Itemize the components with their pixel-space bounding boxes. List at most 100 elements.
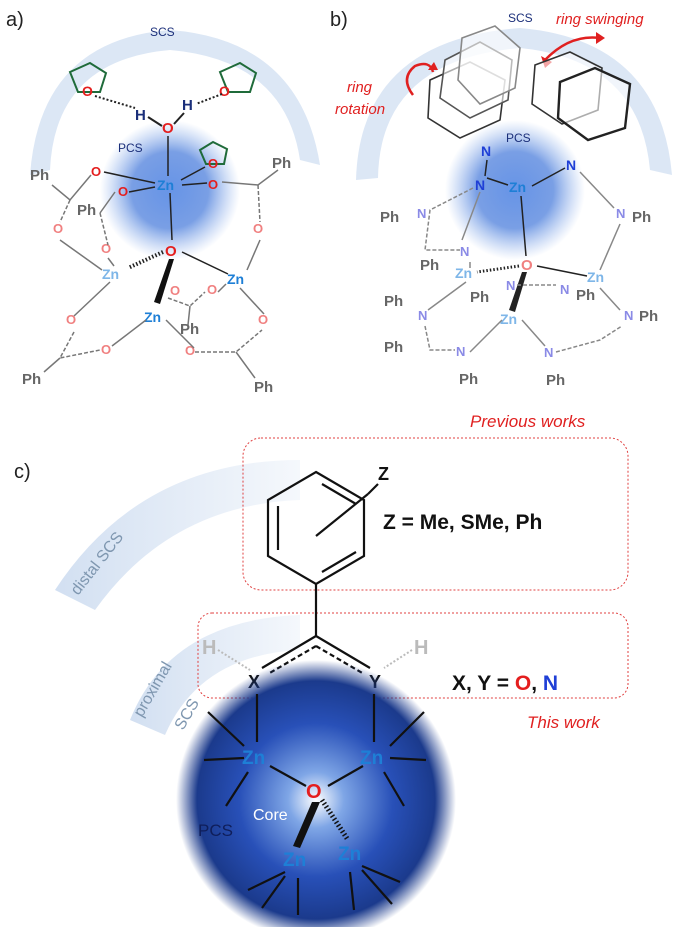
zn-bottom-right-c: Zn xyxy=(338,844,361,865)
zn-atoms-c: Zn Zn Zn Zn xyxy=(242,748,383,871)
bond-zn-o1 xyxy=(103,171,156,184)
zn-bottom-b: Zn xyxy=(500,311,517,327)
panel-a: a) SCS PCS O O O H H O Zn O O O O xyxy=(6,9,320,396)
ph-a-4: Ph xyxy=(180,321,199,338)
n-light-6: N xyxy=(418,308,427,323)
n-light-9: N xyxy=(624,308,633,323)
core-dashed-bond xyxy=(319,798,351,842)
water-o: O xyxy=(162,120,174,137)
bond-zn-n1 xyxy=(486,177,509,186)
central-o-b: O xyxy=(521,257,533,274)
zn-thf-bond xyxy=(180,166,206,181)
chelate-backbone xyxy=(261,635,371,675)
bond-zn-o3 xyxy=(181,182,208,186)
this-work-label: This work xyxy=(527,713,601,732)
o-pink-1: O xyxy=(53,221,63,236)
n-top-left2: N xyxy=(475,177,485,193)
o-pink-4: O xyxy=(207,282,217,297)
zn-right-b: Zn xyxy=(587,269,604,285)
ph-b-5: Ph xyxy=(576,287,595,304)
oh-bond-left xyxy=(147,116,163,127)
phenyl-labels-b: Ph Ph Ph Ph Ph Ph Ph Ph Ph Ph xyxy=(380,209,658,389)
ring-rotation-line1: ring xyxy=(347,79,373,96)
bond-core-right xyxy=(181,251,229,275)
formamidinate-nitrogens-b: N N N N N N N N N xyxy=(417,206,633,360)
ph-b-4: Ph xyxy=(470,289,489,306)
ph-b-1: Ph xyxy=(380,209,399,226)
ph-b-6: Ph xyxy=(384,293,403,310)
zn-top-b: Zn xyxy=(509,179,526,195)
ring-swinging-arrow xyxy=(544,36,601,61)
zn-right-c: Zn xyxy=(360,748,383,769)
ph-b-9: Ph xyxy=(546,372,565,389)
ph-a-5: Ph xyxy=(22,371,41,388)
proximal-scs-band xyxy=(130,615,300,735)
bond-core-top xyxy=(169,192,173,241)
thf-o-left: O xyxy=(82,83,93,99)
ring-swinging-label: ring swinging xyxy=(556,11,644,28)
bond-nn xyxy=(484,159,488,177)
zn-right-a: Zn xyxy=(227,271,244,287)
h-bond-left xyxy=(94,95,136,109)
n-light-1: N xyxy=(417,206,426,221)
o-pink-6: O xyxy=(101,342,111,357)
n-light-7: N xyxy=(456,344,465,359)
ring-rotation-line2: rotation xyxy=(335,101,385,118)
n-light-3: N xyxy=(616,206,625,221)
ph-b-10: Ph xyxy=(639,308,658,325)
formamidinate-framework-b xyxy=(424,171,623,353)
pcs-sphere-b xyxy=(445,120,585,260)
bond-zn-o2 xyxy=(128,186,156,193)
bond-core-right-b xyxy=(536,265,588,277)
bond-core-left-b xyxy=(476,264,520,274)
zn-lower-b: Zn Zn Zn xyxy=(455,265,604,327)
n-top-left: N xyxy=(481,143,491,159)
hbond-right-c xyxy=(383,649,413,669)
ph-b-3: Ph xyxy=(632,209,651,226)
scs-label-b: SCS xyxy=(508,11,533,25)
panel-c-label: c) xyxy=(14,461,31,483)
previous-works-label: Previous works xyxy=(470,412,586,431)
ring-rotation-arrowhead xyxy=(428,62,438,70)
distal-scs-band xyxy=(55,460,300,610)
ph-a-1: Ph xyxy=(30,167,49,184)
scs-label-a: SCS xyxy=(150,25,175,39)
o-zn-right: O xyxy=(208,177,218,192)
n-light-2: N xyxy=(460,244,469,259)
ph-b-2: Ph xyxy=(420,257,439,274)
bond-core-bottom-b xyxy=(509,272,527,312)
thf-o-small: O xyxy=(208,156,218,171)
xy-o: O xyxy=(515,672,531,695)
core-wedge-bond xyxy=(293,802,320,848)
core-o: O xyxy=(306,781,322,803)
ph-a-6: Ph xyxy=(254,379,273,396)
zn-bottom-a: Zn xyxy=(144,309,161,325)
swinging-phenyl-rings xyxy=(427,25,632,142)
bond-core-left xyxy=(127,250,164,270)
xy-sep: , xyxy=(531,672,543,695)
thf-ring-small xyxy=(198,140,229,165)
thf-ring-right xyxy=(218,61,258,93)
xy-n: N xyxy=(543,672,558,695)
h-bond-right xyxy=(195,93,223,105)
pcs-label-b: PCS xyxy=(506,131,531,145)
n-light-4: N xyxy=(506,278,515,293)
pcs-label-c: PCS xyxy=(198,821,233,840)
zn-bottom-left-c: Zn xyxy=(283,850,306,871)
core-label: Core xyxy=(253,807,288,824)
zn-left-b: Zn xyxy=(455,265,472,281)
o-pink-5: O xyxy=(66,312,76,327)
bond-zn-n2 xyxy=(531,167,566,187)
o-pink-8: O xyxy=(258,312,268,327)
n-light-5: N xyxy=(560,282,569,297)
o-pink-2: O xyxy=(101,241,111,256)
ring-rotation-arrow xyxy=(405,62,435,96)
water-h-right: H xyxy=(182,97,193,114)
oh-bond-right xyxy=(173,112,185,125)
central-o-a: O xyxy=(165,243,177,260)
core-framework-c xyxy=(203,694,427,915)
h-left-c: H xyxy=(202,637,216,659)
o-pink-9: O xyxy=(170,283,180,298)
water-h-left: H xyxy=(135,107,146,124)
xy-prefix: X, Y = xyxy=(452,672,515,695)
